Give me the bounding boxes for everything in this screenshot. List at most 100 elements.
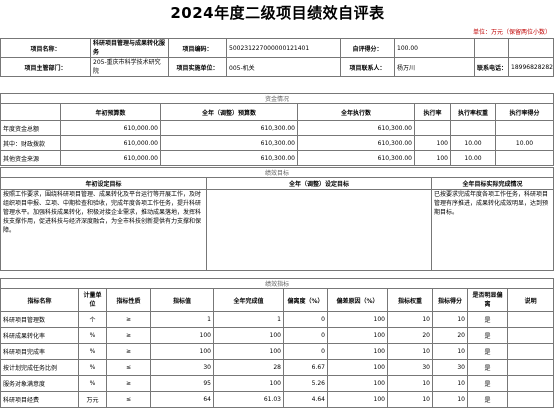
ind-obvious: 是 xyxy=(467,375,508,392)
indicator-row: 科研成果转化率 % ≥ 100 100 0 100 20 20 是 xyxy=(0,327,555,344)
funding-row-label: 其他资金来源 xyxy=(0,150,61,166)
ind-score: 30 xyxy=(432,359,468,376)
goals-section-title: 绩效目标 xyxy=(0,167,554,178)
funding-header-initial: 年初预算数 xyxy=(60,103,161,121)
ind-target: 1 xyxy=(150,311,214,328)
indicator-row: 按计划完成任务比例 % ≤ 30 28 6.67 100 30 30 是 xyxy=(0,359,555,376)
ind-score: 10 xyxy=(432,391,468,408)
ind-dev: 0 xyxy=(283,327,328,344)
ind-weight: 10 xyxy=(387,343,433,360)
funding-header-rate: 执行率 xyxy=(414,103,451,121)
ind-target: 30 xyxy=(150,359,214,376)
ind-weight: 10 xyxy=(387,391,433,408)
ind-name: 科研项目完成率 xyxy=(0,343,79,360)
project-code-label: 项目编码： xyxy=(168,38,227,58)
ind-actual: 100 xyxy=(213,375,284,392)
ind-unit: % xyxy=(78,375,107,392)
contact-value: 杨万川 xyxy=(394,57,475,77)
indicators-section-title: 绩效指标 xyxy=(0,278,555,289)
ind-score: 10 xyxy=(432,343,468,360)
ind-name: 科研项目管理数 xyxy=(0,311,79,328)
ind-target: 100 xyxy=(150,327,214,344)
ind-actual: 61.03 xyxy=(213,391,284,408)
ind-weight: 20 xyxy=(387,327,433,344)
ind-unit: % xyxy=(78,359,107,376)
ind-header-note: 说明 xyxy=(506,288,555,312)
funding-executed: 610,300.00 xyxy=(297,120,415,136)
ind-actual: 28 xyxy=(213,359,284,376)
funding-score xyxy=(494,120,555,136)
funding-initial: 610,000.00 xyxy=(60,120,161,136)
funding-row: 其中：财政拨款 610,000.00 610,300.00 610,300.00… xyxy=(0,135,555,151)
ind-unit: % xyxy=(78,327,107,344)
ind-header-nature: 指标性质 xyxy=(106,288,151,312)
ind-dev: 6.67 xyxy=(283,359,328,376)
funding-rate: 100 xyxy=(414,150,451,166)
funding-rate: 100 xyxy=(414,135,451,151)
ind-name: 服务对象满意度 xyxy=(0,375,79,392)
ind-note xyxy=(506,327,555,344)
funding-initial: 610,000.00 xyxy=(60,135,161,151)
score-value: 100.00 xyxy=(394,38,475,58)
funding-initial: 610,000.00 xyxy=(60,150,161,166)
ind-nature: ≥ xyxy=(106,375,151,392)
indicator-row: 科研项目管理数 个 ≥ 1 1 0 100 10 10 是 xyxy=(0,311,555,328)
goals-adjusted-text xyxy=(206,189,432,271)
funding-section-title: 资金情况 xyxy=(0,93,555,104)
project-name-label: 项目名称： xyxy=(0,38,91,58)
indicator-row: 科研项目经费 万元 ≤ 64 61.03 4.64 100 10 10 是 xyxy=(0,391,555,408)
goals-planned-text: 按照工作要求，围绕科研项目管理、成果转化及平台运行等开展工作，及时组织项目申报、… xyxy=(0,189,207,271)
ind-name: 科研项目经费 xyxy=(0,391,79,408)
ind-weight: 10 xyxy=(387,375,433,392)
ind-reason: 100 xyxy=(327,311,388,328)
ind-obvious: 是 xyxy=(467,311,508,328)
ind-dev: 0 xyxy=(283,343,328,360)
goals-header-adjusted: 全年（调整）设定目标 xyxy=(206,177,432,190)
ind-header-actual: 全年完成值 xyxy=(213,288,284,312)
ind-header-unit: 计量单位 xyxy=(78,288,107,312)
ind-weight: 10 xyxy=(387,311,433,328)
funding-executed: 610,300.00 xyxy=(297,150,415,166)
ind-header-name: 指标名称 xyxy=(0,288,79,312)
ind-name: 按计划完成任务比例 xyxy=(0,359,79,376)
funding-score: 10.00 xyxy=(494,135,555,151)
score-label: 自评得分： xyxy=(340,38,395,58)
ind-actual: 100 xyxy=(213,327,284,344)
indicator-row: 科研项目完成率 % ≥ 100 100 0 100 10 10 是 xyxy=(0,343,555,360)
ind-score: 10 xyxy=(432,311,468,328)
project-info-table: 项目名称： 科研项目管理与成果转化服务 项目编码： 50023122700000… xyxy=(0,38,554,77)
contact-label: 项目联系人： xyxy=(340,57,395,77)
phone-value: 18996828282 xyxy=(508,57,554,77)
ind-reason: 100 xyxy=(327,375,388,392)
ind-header-reason: 偏差原因（%） xyxy=(327,288,388,312)
goals-actual-text: 已按要求完成年度各项工作任务，科研项目管理有序推进，成果转化成效明显，达到预期目… xyxy=(431,189,554,271)
ind-dev: 0 xyxy=(283,311,328,328)
funding-rate xyxy=(414,120,451,136)
ind-obvious: 是 xyxy=(467,327,508,344)
ind-target: 100 xyxy=(150,343,214,360)
unit-value: 005-机关 xyxy=(226,57,341,77)
ind-nature: ≤ xyxy=(106,391,151,408)
ind-target: 95 xyxy=(150,375,214,392)
funding-row: 其他资金来源 610,000.00 610,300.00 610,300.00 … xyxy=(0,150,555,166)
ind-nature: ≥ xyxy=(106,327,151,344)
ind-obvious: 是 xyxy=(467,391,508,408)
funding-adjusted: 610,300.00 xyxy=(160,135,298,151)
ind-note xyxy=(506,343,555,360)
ind-header-obvious: 是否明显偏离 xyxy=(467,288,508,312)
ind-note xyxy=(506,311,555,328)
funding-table: 资金情况 年初预算数 全年（调整）预算数 全年执行数 执行率 执行率权重 执行率… xyxy=(0,93,555,166)
funding-score xyxy=(494,150,555,166)
goals-header-planned: 年初设定目标 xyxy=(0,177,207,190)
ind-dev: 4.64 xyxy=(283,391,328,408)
unit-note: 单位：万元（保留两位小数） xyxy=(472,29,551,36)
funding-weight xyxy=(450,120,496,136)
ind-dev: 5.26 xyxy=(283,375,328,392)
funding-header-weight: 执行率权重 xyxy=(450,103,496,121)
ind-header-weight: 指标权重 xyxy=(387,288,433,312)
ind-nature: ≤ xyxy=(106,359,151,376)
funding-adjusted: 610,300.00 xyxy=(160,150,298,166)
ind-note xyxy=(506,375,555,392)
ind-score: 20 xyxy=(432,327,468,344)
ind-unit: 万元 xyxy=(78,391,107,408)
